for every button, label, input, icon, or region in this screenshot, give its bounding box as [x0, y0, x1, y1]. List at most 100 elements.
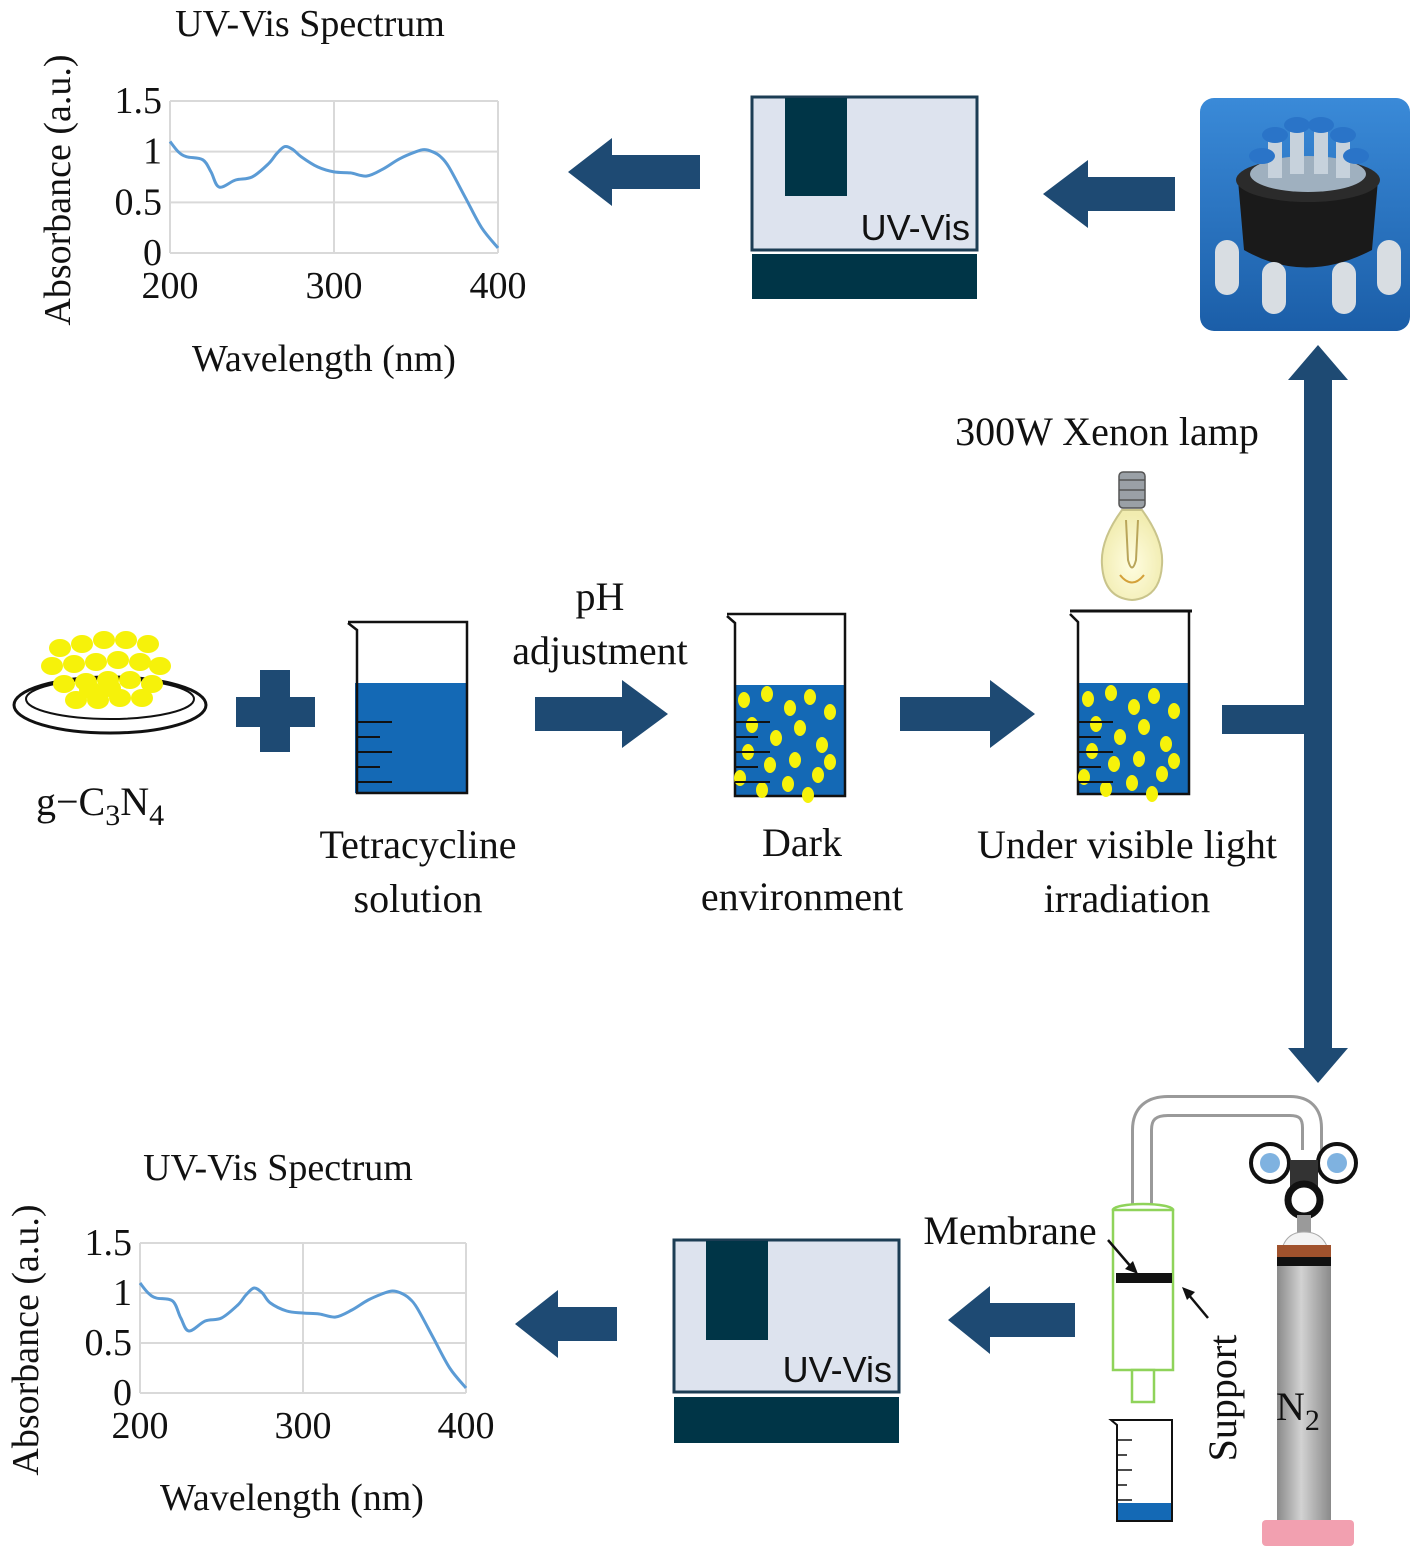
tetracycline-label-line2: solution [354, 876, 483, 921]
n2-label: N2 [1276, 1384, 1320, 1437]
particle [49, 639, 71, 657]
particle [63, 655, 85, 673]
particle [1082, 691, 1094, 707]
chart-title: UV-Vis Spectrum [143, 1147, 413, 1189]
y-tick-label: 0 [113, 1372, 132, 1414]
arrow-left-icon [515, 1290, 617, 1358]
dark-label-line2: environment [701, 874, 903, 919]
particle [789, 752, 801, 768]
particle [784, 700, 796, 716]
irradiation-beaker-icon [1069, 609, 1192, 802]
particle [782, 776, 794, 792]
particle [85, 653, 107, 671]
particle [812, 767, 824, 783]
particle [1128, 699, 1140, 715]
support-label: Support [1200, 1335, 1245, 1462]
particle [1160, 736, 1172, 752]
particle [137, 635, 159, 653]
g-c3n4-dish-icon [12, 631, 208, 735]
particle [764, 757, 776, 773]
particle [770, 730, 782, 746]
y-tick-label: 0.5 [115, 181, 163, 223]
tetracycline-label-line1: Tetracycline [319, 822, 516, 867]
arrow-right-icon [900, 680, 1035, 748]
particle [93, 631, 115, 649]
particle [1168, 703, 1180, 719]
y-tick-labels: 0 0.5 1 1.5 [85, 1222, 133, 1414]
membrane-label: Membrane [923, 1208, 1096, 1253]
x-tick-label: 300 [306, 265, 363, 307]
particle [1114, 729, 1126, 745]
y-tick-label: 0.5 [85, 1322, 133, 1364]
x-tick-label: 300 [275, 1405, 332, 1447]
particle [756, 782, 768, 798]
dark-label-line1: Dark [762, 820, 842, 865]
particle [71, 635, 93, 653]
x-axis-label: Wavelength (nm) [160, 1477, 424, 1519]
particle [1090, 716, 1102, 732]
uv-vis-instrument-top: UV-Vis [750, 95, 979, 299]
particle [1105, 685, 1117, 701]
particle [804, 689, 816, 705]
arrow-right-icon [535, 680, 668, 748]
y-tick-label: 1.5 [115, 80, 163, 122]
particle [824, 704, 836, 720]
y-axis-label: Absorbance (a.u.) [37, 54, 79, 325]
filtration-setup [1107, 1095, 1323, 1522]
particle [1126, 775, 1138, 791]
particle [1138, 719, 1150, 735]
x-tick-label: 200 [112, 1405, 169, 1447]
uv-vis-instrument-bottom: UV-Vis [672, 1238, 901, 1443]
arrow-left-icon [948, 1286, 1075, 1354]
particle [1100, 781, 1112, 797]
flow-arrows [236, 138, 1348, 1358]
particle [746, 717, 758, 733]
particle [107, 651, 129, 669]
x-axis-label: Wavelength (nm) [192, 338, 456, 380]
n2-cylinder-icon [1249, 1142, 1358, 1546]
membrane-layer [1116, 1273, 1172, 1283]
uv-vis-label: UV-Vis [783, 1349, 892, 1390]
visible-label-line2: irradiation [1044, 876, 1211, 921]
particle [115, 631, 137, 649]
particle [1168, 753, 1180, 769]
particle [1108, 756, 1120, 772]
x-tick-label: 200 [142, 265, 199, 307]
lamp-icon [1100, 471, 1164, 602]
spectrum-line [168, 140, 500, 249]
arrow-left-icon [568, 138, 700, 206]
ph-label-line1: pH [576, 574, 625, 619]
x-tick-labels: 200 300 400 [112, 1405, 495, 1447]
y-tick-label: 1.5 [85, 1222, 133, 1264]
spectrum-chart-bottom: UV-Vis Spectrum 0 0.5 1 1.5 200 300 400 Wavel… [5, 1147, 495, 1519]
particle [802, 787, 814, 803]
y-tick-label: 1 [113, 1272, 132, 1314]
particle [1156, 766, 1168, 782]
spectrum-line [138, 1282, 468, 1389]
g-c3n4-label: g−C3N4 [36, 779, 164, 832]
particle [99, 679, 121, 697]
particle [794, 720, 806, 736]
particle [761, 686, 773, 702]
uv-vis-label: UV-Vis [861, 207, 970, 248]
chart-grid [139, 1242, 467, 1394]
double-arrow-vertical-icon [1288, 345, 1348, 1083]
particle [1133, 751, 1145, 767]
particle [41, 657, 63, 675]
y-tick-labels: 00.511.5 [115, 80, 163, 274]
arrow-left-icon [1043, 160, 1175, 228]
particle [816, 737, 828, 753]
chart-grid [169, 100, 499, 254]
particle [1148, 688, 1160, 704]
particle [1146, 786, 1158, 802]
x-tick-label: 400 [438, 1405, 495, 1447]
y-tick-label: 1 [143, 131, 162, 173]
particle [131, 689, 153, 707]
particle [119, 671, 141, 689]
centrifuge-icon [1200, 98, 1410, 331]
ph-label-line2: adjustment [512, 628, 688, 673]
x-tick-label: 400 [470, 265, 527, 307]
